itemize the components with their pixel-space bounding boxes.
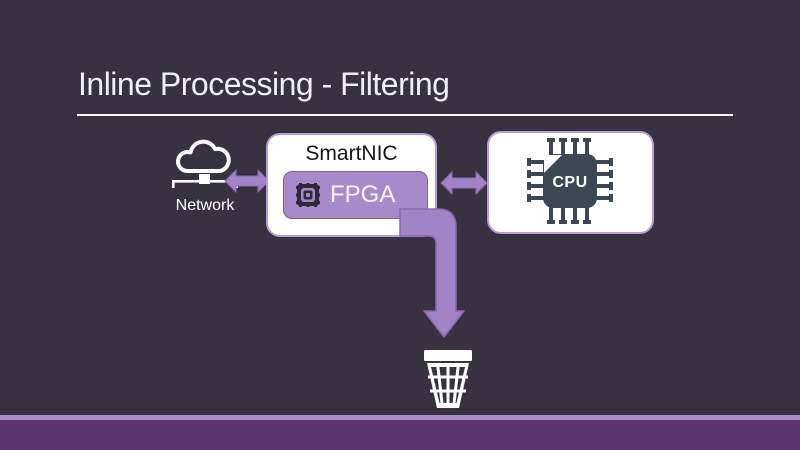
bottom-accent-line — [0, 415, 800, 420]
network-smartnic-arrow-icon — [224, 168, 270, 194]
title-underline — [77, 114, 733, 116]
smartnic-cpu-arrow-icon — [440, 170, 488, 196]
fpga-drop-arrow-icon — [399, 208, 465, 338]
bottom-bar — [0, 420, 800, 450]
cpu-chip-icon: CPU — [527, 138, 613, 224]
fpga-label: FPGA — [330, 181, 396, 208]
cpu-label: CPU — [552, 174, 587, 191]
smartnic-label: SmartNIC — [305, 142, 398, 165]
fpga-chip-icon — [296, 183, 320, 207]
slide-title: Inline Processing - Filtering — [78, 66, 450, 102]
network-label: Network — [175, 197, 235, 214]
trash-basket-icon — [424, 350, 472, 409]
